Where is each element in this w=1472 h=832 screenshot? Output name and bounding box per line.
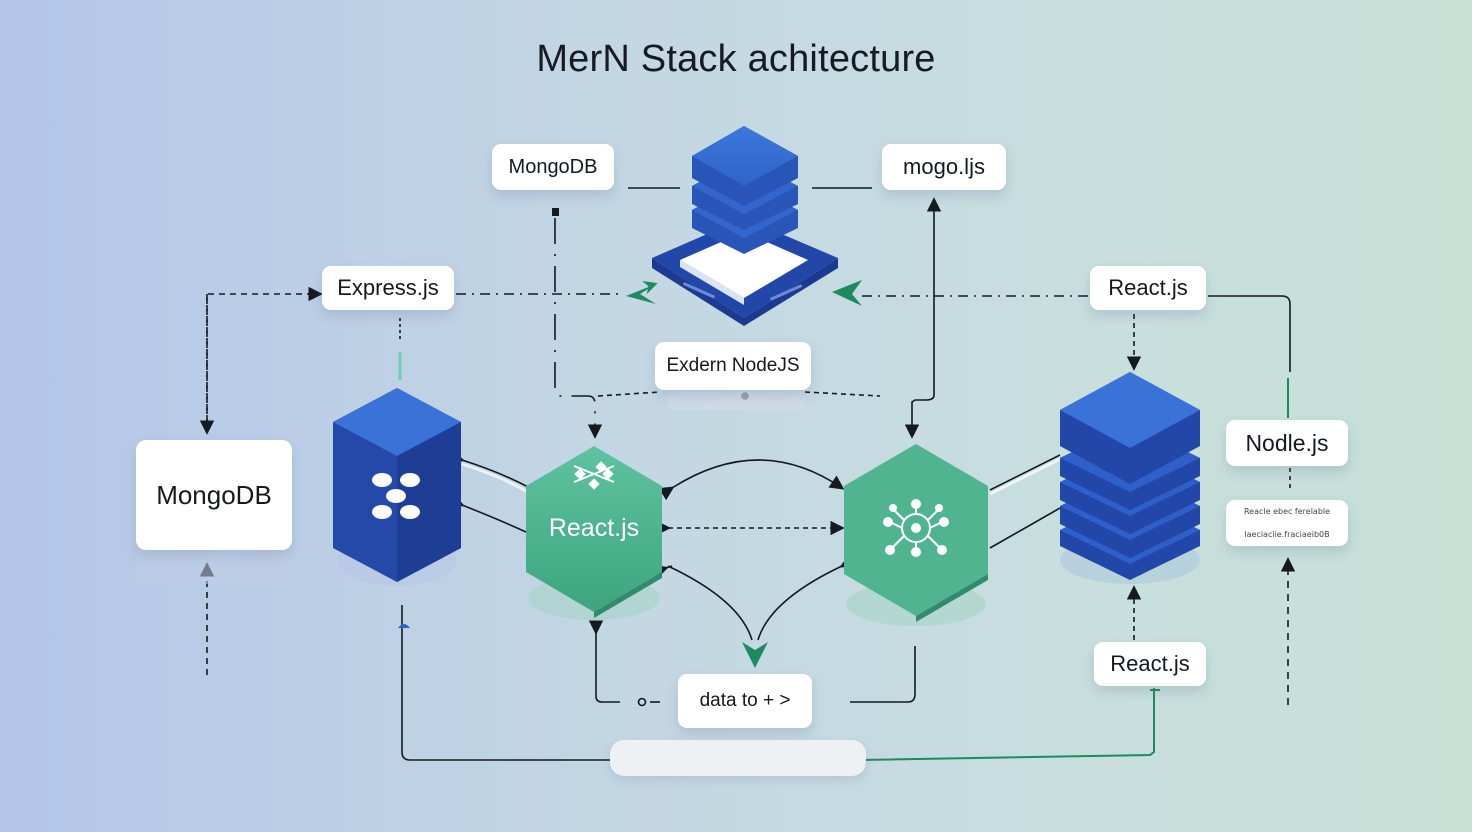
label-react-js-top: React.js [1090, 266, 1206, 310]
label-react-js-bottom: React.js [1094, 642, 1206, 686]
arrow-head-green [742, 642, 768, 668]
label-mongodb-left: MongoDB [136, 440, 292, 550]
arrow-head-green [832, 280, 862, 306]
database-stack-icon [1060, 372, 1200, 584]
page-title: MerN Stack achitecture [536, 38, 936, 80]
small-card-line-1: Reacle ebec ferelable [1243, 507, 1331, 516]
label-mongodb-top: MongoDB [492, 144, 614, 190]
node-hexagon-icon [844, 444, 988, 626]
label-exdern-nodejs: Exdern NodeJS [655, 342, 811, 390]
server-block-icon [333, 388, 461, 586]
label-nodle-js: Nodle.js [1226, 420, 1348, 466]
green-connectors [859, 378, 1289, 761]
label-mogo-js: mogo.ljs [882, 144, 1006, 190]
label-express-js: Express.js [322, 266, 454, 310]
small-info-card: Reacle ebec ferelable laeciaciie.fraciae… [1226, 500, 1348, 546]
react-hexagon-icon [526, 446, 662, 620]
database-server-icon [652, 126, 838, 326]
small-card-line-2: laeciaciie.fraciaeib0B [1244, 530, 1330, 539]
label-data-to: data to + > [678, 674, 812, 728]
arrow-head-green [626, 284, 656, 304]
hex-left-label: React.js [548, 514, 640, 542]
bottom-pill [610, 740, 866, 776]
